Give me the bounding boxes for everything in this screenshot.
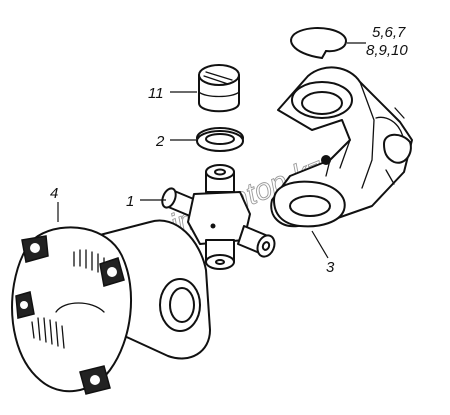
callout-3: 3 (326, 259, 335, 276)
cardan-cross (161, 164, 276, 270)
flange-yoke (11, 219, 211, 395)
callout-2: 2 (155, 133, 165, 150)
callout-11: 11 (148, 85, 164, 102)
yoke (270, 66, 413, 228)
callout-5-6-7: 5,6,7 (372, 24, 406, 41)
needle-bearing (198, 64, 240, 113)
seal-ring (196, 127, 244, 152)
callout-8-9-10: 8,9,10 (366, 42, 408, 59)
leader-lines (57, 42, 366, 259)
retaining-ring (290, 27, 348, 59)
callout-1: 1 (126, 193, 134, 210)
callout-4: 4 (50, 185, 58, 202)
